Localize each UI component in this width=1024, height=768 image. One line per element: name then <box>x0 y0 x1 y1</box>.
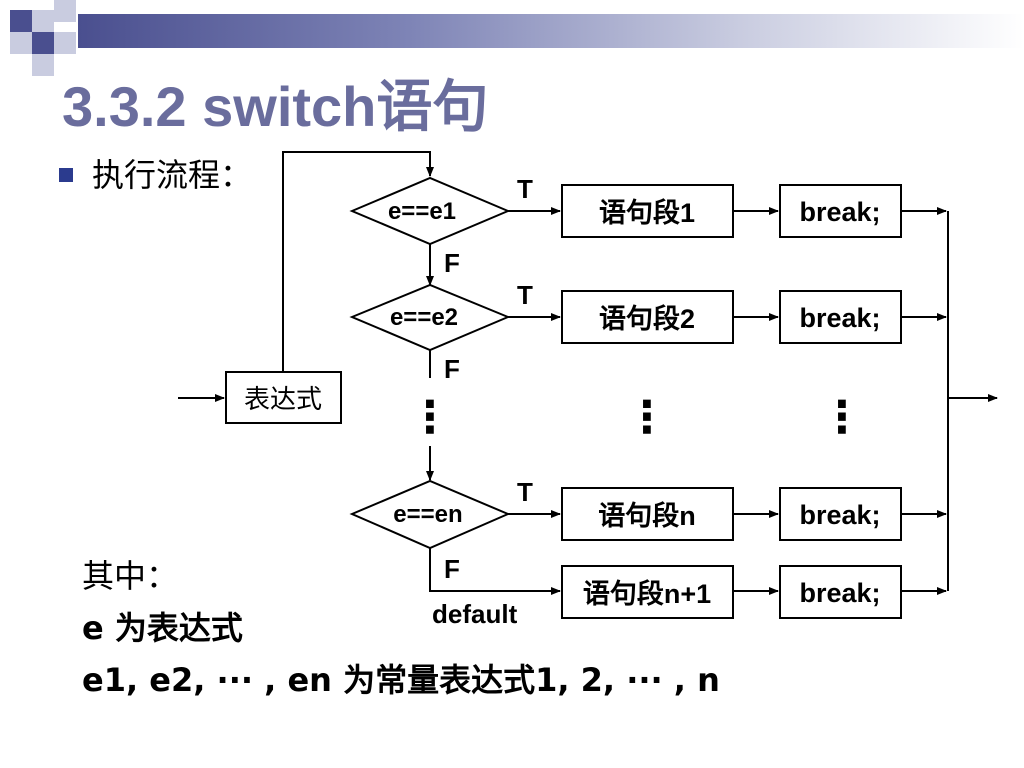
ellipsis-breaks: ⋮ <box>820 392 864 443</box>
statement-box-1 <box>561 184 734 238</box>
bullet-text: 执行流程： <box>92 156 253 194</box>
statement-label-n: 语句段n <box>598 501 696 531</box>
statement-label-1: 语句段1 <box>599 198 695 228</box>
ellipsis-statements: ⋮ <box>625 392 669 443</box>
decision-diamond-n <box>349 479 511 550</box>
decor-square-1 <box>10 10 32 32</box>
notes-line-1: 其中： <box>82 557 179 595</box>
expression-box <box>225 371 342 424</box>
true-label-1: T <box>517 174 533 204</box>
true-label-2: T <box>517 280 533 310</box>
slide-title: 3.3.2 switch语句 <box>62 75 489 138</box>
false-label-1: F <box>444 248 460 278</box>
statement-label-n1: 语句段n+1 <box>583 579 711 609</box>
decor-square-6 <box>54 32 76 54</box>
expression-label: 表达式 <box>244 385 322 415</box>
title-band <box>78 14 1024 48</box>
notes-line-3: e1, e2, ··· , en 为常量表达式1, 2, ··· , n <box>82 661 720 699</box>
break-label-n: break; <box>799 500 880 530</box>
decor-square-2 <box>32 10 54 32</box>
statement-box-2 <box>561 290 734 344</box>
true-label-n: T <box>517 477 533 507</box>
decision-label-2: e==e2 <box>390 304 458 331</box>
break-box-n1 <box>779 565 902 619</box>
decor-square-7 <box>32 54 54 76</box>
loop-line <box>282 151 434 372</box>
decor-square-4 <box>10 32 32 54</box>
break-box-1 <box>779 184 902 238</box>
decor-square-3 <box>54 0 76 22</box>
break-label-2: break; <box>799 303 880 333</box>
decision-label-1: e==e1 <box>388 198 456 225</box>
notes-block: 其中： e 为表达式 e1, e2, ··· , en 为常量表达式1, 2, … <box>82 550 720 706</box>
false-label-n: F <box>444 554 460 584</box>
statement-box-n1 <box>561 565 734 619</box>
default-arrow <box>429 548 561 595</box>
break-box-n <box>779 487 902 541</box>
break-label-n1: break; <box>799 578 880 608</box>
decision-diamond-1 <box>349 176 511 246</box>
break-label-1: break; <box>799 197 880 227</box>
decision-label-n: e==en <box>393 501 462 528</box>
false-label-2: F <box>444 354 460 384</box>
statement-label-2: 语句段2 <box>599 304 695 334</box>
notes-line-2: e 为表达式 <box>82 609 243 647</box>
break-box-2 <box>779 290 902 344</box>
decor-square-5 <box>32 32 54 54</box>
bullet-marker <box>59 168 73 182</box>
statement-box-n <box>561 487 734 541</box>
ellipsis-decisions: ⋮ <box>408 392 452 443</box>
decision-diamond-2 <box>349 283 511 352</box>
default-label: default <box>432 599 518 629</box>
